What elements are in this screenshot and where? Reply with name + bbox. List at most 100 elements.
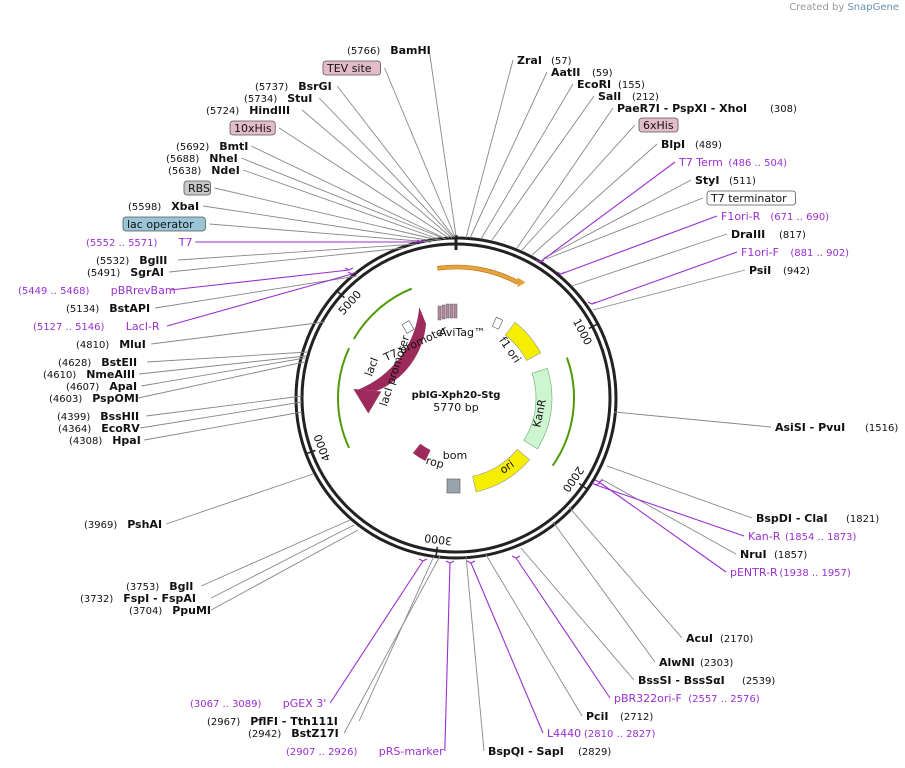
site-bgli[interactable]: (3753)BglI — [126, 580, 193, 593]
site-hpai[interactable]: (4308)HpaI — [69, 434, 141, 447]
site-ecori[interactable]: EcoRI(155) — [577, 78, 645, 91]
site-ecorv[interactable]: (4364)EcoRV — [58, 422, 140, 435]
site-asisi-pvui[interactable]: AsiSI - PvuI(1516) — [775, 421, 898, 434]
leader-line — [491, 95, 595, 241]
site-t7-term[interactable]: T7 Term(486 .. 504) — [678, 156, 787, 169]
site-bamhi[interactable]: (5766)BamHI — [347, 44, 431, 57]
site-tev-site[interactable]: TEV site — [322, 60, 381, 76]
site-10xhis[interactable]: 10xHis — [229, 120, 276, 136]
site-pspomi[interactable]: (4603)PspOMI — [49, 392, 139, 405]
site-bsssi-bsss-i[interactable]: BssSI - BssSαI(2539) — [638, 674, 775, 687]
site-ppumi[interactable]: (3704)PpuMI — [129, 604, 211, 617]
leader-line — [241, 157, 446, 240]
site-name: NheI — [209, 152, 238, 165]
site-stui[interactable]: (5734)StuI — [244, 92, 312, 105]
ruler-tick-label: 3000 — [423, 531, 452, 547]
site-bstapi[interactable]: (5134)BstAPI — [66, 302, 150, 315]
site-acui[interactable]: AcuI(2170) — [686, 632, 753, 645]
site-name: DraIII — [731, 228, 765, 241]
site-t7[interactable]: (5552 .. 5571)T7 — [86, 236, 193, 249]
site-sali[interactable]: SalI(212) — [598, 90, 659, 103]
ruler-tick — [578, 482, 588, 490]
site-psii[interactable]: PsiI(942) — [749, 264, 810, 277]
site-position: (5127 .. 5146) — [33, 322, 105, 333]
feature-label-kanr: KanR — [530, 398, 549, 429]
site-zrai[interactable]: ZraI(57) — [517, 54, 572, 67]
site-pshai[interactable]: (3969)PshAI — [84, 518, 162, 531]
site-pcii[interactable]: PciI(2712) — [586, 710, 653, 723]
feature-rop — [412, 443, 431, 461]
leader-line — [209, 223, 432, 243]
site-laci-r[interactable]: (5127 .. 5146)LacI-R — [33, 320, 160, 333]
primer-mark — [587, 301, 597, 305]
site-position: (155) — [618, 80, 645, 91]
site-name: NruI — [740, 548, 767, 561]
site-sgrai[interactable]: (5491)SgrAI — [87, 266, 164, 279]
site-hindiii[interactable]: (5724) HindIII — [206, 104, 290, 117]
leader-line — [278, 127, 450, 239]
site-bsrgi[interactable]: (5737)BsrGI — [255, 80, 332, 93]
site-bsshii[interactable]: (4399)BssHII — [57, 410, 139, 423]
leader-line — [166, 473, 314, 525]
site-name: StyI — [695, 174, 719, 187]
site-name: BspDI - ClaI — [756, 512, 828, 525]
site-position: (2170) — [720, 634, 753, 645]
site-draiii[interactable]: DraIII (817) — [731, 228, 806, 241]
site-ndei[interactable]: (5638)NdeI — [168, 164, 240, 177]
site-blpi[interactable]: BlpI(489) — [661, 138, 722, 151]
site-name: PsiI — [749, 264, 771, 277]
site-aatii[interactable]: AatII(59) — [551, 66, 613, 79]
site-bmti[interactable]: (5692)BmtI — [176, 140, 248, 153]
site-6xhis[interactable]: 6xHis — [638, 117, 679, 133]
site-position: (5688) — [166, 154, 199, 165]
site-name: NmeAIII — [86, 368, 135, 381]
site-name: pBR322ori-F — [614, 692, 682, 705]
site-prs-marker[interactable]: (2907 .. 2926)pRS-marker — [286, 745, 444, 758]
site-xbai[interactable]: (5598)XbaI — [128, 200, 199, 213]
site-f1ori-r[interactable]: F1ori-R(671 .. 690) — [721, 210, 829, 223]
site-t7-terminator[interactable]: T7 terminator — [706, 190, 796, 206]
site-pgex-3[interactable]: (3067 .. 3089)pGEX 3' — [190, 697, 326, 710]
site-pbrrevbam[interactable]: (5449 .. 5468)pBRrevBam — [18, 284, 176, 297]
site-position: (2942) — [248, 729, 281, 740]
site-position: (5724) — [206, 106, 239, 117]
site-rbs[interactable]: RBS — [183, 180, 212, 196]
site-name: HindIII — [249, 104, 290, 117]
ruler-tick — [305, 449, 316, 455]
site-pbr322ori-f[interactable]: pBR322ori-F(2557 .. 2576) — [614, 692, 760, 705]
feature-small-block — [441, 304, 446, 320]
site-fspi-fspai[interactable]: (3732)FspI - FspAI — [80, 592, 196, 605]
primer-mark — [466, 560, 476, 564]
site-position: (3067 .. 3089) — [190, 699, 262, 710]
site-position: (817) — [779, 230, 806, 241]
leader-line — [531, 143, 658, 256]
site-position: (881 .. 902) — [790, 248, 849, 259]
site-pflfi-tth111i[interactable]: (2967)PflFI - Tth111I — [207, 715, 338, 728]
site-pentr-r[interactable]: pENTR-R(1938 .. 1957) — [730, 566, 851, 579]
site-bspqi-sapi[interactable]: BspQI - SapI(2829) — [488, 745, 611, 758]
site-nhei[interactable]: (5688) NheI — [166, 152, 238, 165]
site-bstz17i[interactable]: (2942)BstZ17I — [248, 727, 339, 740]
site-position: (5552 .. 5571) — [86, 238, 158, 249]
site-kan-r[interactable]: Kan-R(1854 .. 1873) — [748, 530, 857, 543]
site-styi[interactable]: StyI(511) — [695, 174, 756, 187]
site-position: (2967) — [207, 717, 240, 728]
site-name: BamHI — [390, 44, 431, 57]
site-bsteii[interactable]: (4628)BstEII — [58, 356, 137, 369]
site-name: 6xHis — [643, 119, 674, 132]
site-lac-operator[interactable]: lac operator — [122, 216, 206, 232]
leader-line — [170, 269, 350, 291]
leader-line — [592, 269, 746, 311]
site-f1ori-f[interactable]: F1ori-F(881 .. 902) — [741, 246, 849, 259]
site-bspdi-clai[interactable]: BspDI - ClaI(1821) — [756, 512, 879, 525]
site-alwni[interactable]: AlwNI(2303) — [659, 656, 733, 669]
site-apai[interactable]: (4607)ApaI — [66, 380, 137, 393]
site-paer7i-pspxi-xhoi[interactable]: PaeR7I - PspXI - XhoI(308) — [617, 102, 797, 115]
site-mlui[interactable]: (4810)MluI — [76, 338, 146, 351]
site-bglii[interactable]: (5532)BglII — [96, 254, 167, 267]
site-nmeaiii[interactable]: (4610)NmeAIII — [43, 368, 135, 381]
site-l4440[interactable]: L4440(2810 .. 2827) — [547, 727, 656, 740]
site-position: (1938 .. 1957) — [779, 568, 851, 579]
site-nrui[interactable]: NruI(1857) — [740, 548, 807, 561]
snapgene-credit: Created by SnapGene — [789, 2, 899, 13]
